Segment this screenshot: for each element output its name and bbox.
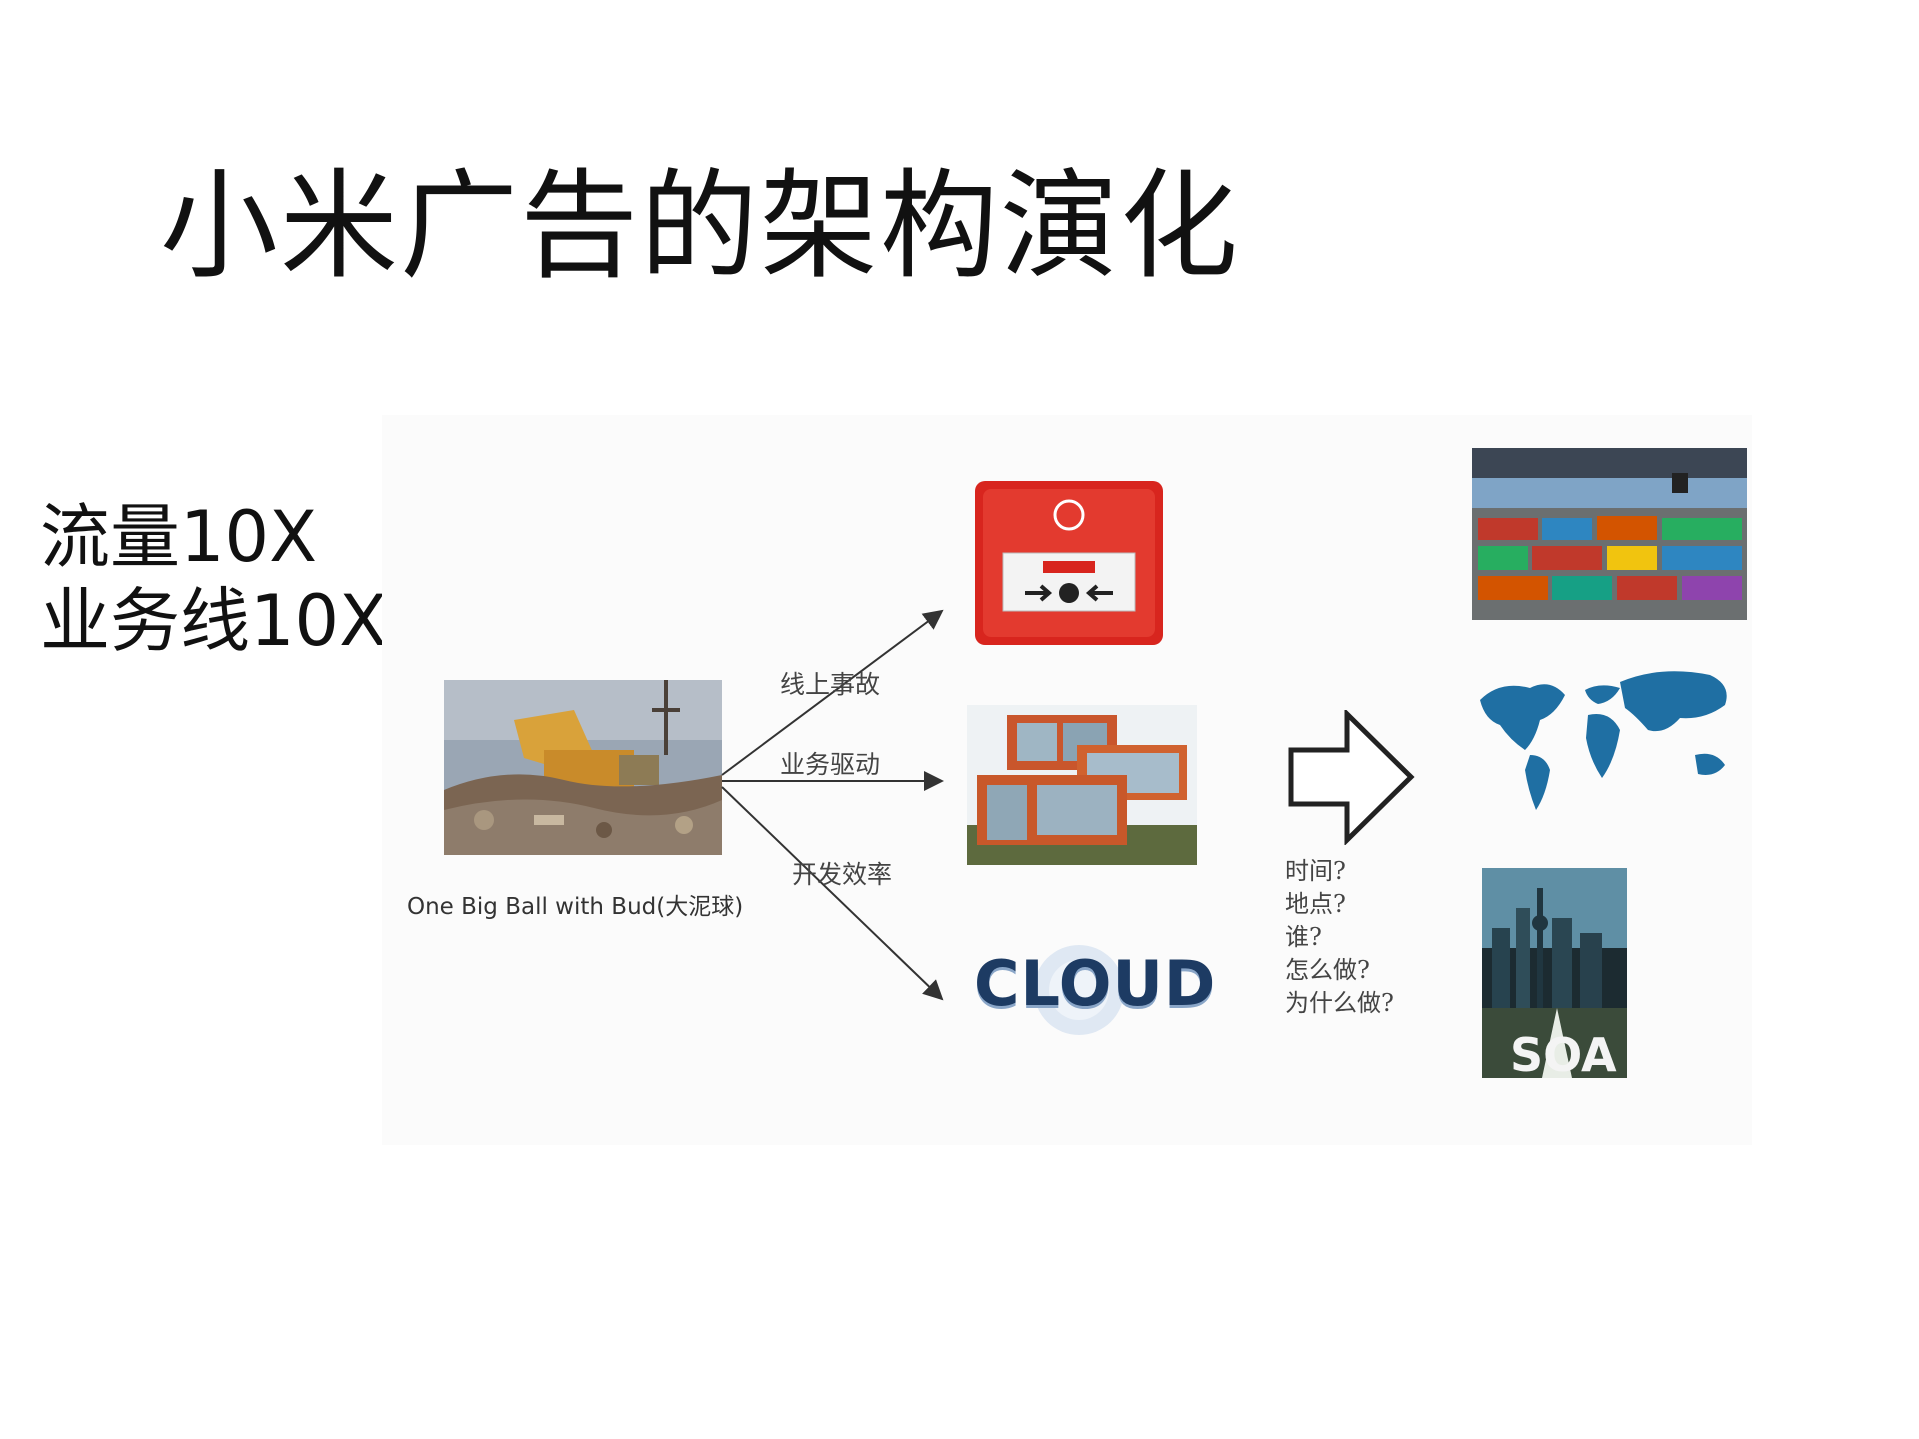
cloud-logo	[974, 935, 1184, 1045]
cloud-text: CLOUD	[974, 947, 1217, 1020]
side-note-business-lines: 业务线10X	[40, 580, 388, 662]
branch-arrows	[721, 609, 944, 1001]
soa-text: SOA	[1510, 1028, 1617, 1078]
question-when: 时间?	[1285, 857, 1346, 885]
soa-poster: SOA	[1482, 868, 1627, 1078]
container-house-photo	[967, 705, 1197, 865]
architecture-evolution-diagram: One Big Ball with Bud(大泥球) 线上事故 业务驱动 开发效…	[382, 415, 1752, 1145]
question-where: 地点?	[1285, 890, 1346, 918]
arrow-label-efficiency: 开发效率	[792, 860, 893, 889]
question-who: 谁?	[1285, 923, 1322, 951]
arrow-label-business: 业务驱动	[780, 750, 881, 779]
fire-alarm-button-photo	[969, 475, 1169, 651]
big-right-arrow	[1288, 710, 1415, 845]
questions-list: 时间? 地点? 谁? 怎么做? 为什么做?	[1285, 855, 1394, 1020]
question-why: 为什么做?	[1285, 989, 1394, 1017]
source-caption: One Big Ball with Bud(大泥球)	[407, 894, 744, 920]
question-how: 怎么做?	[1285, 956, 1370, 984]
slide-title: 小米广告的架构演化	[160, 157, 1241, 295]
garbage-dump-photo	[444, 680, 722, 855]
side-note-traffic: 流量10X	[40, 496, 318, 578]
container-port-photo	[1472, 448, 1747, 620]
arrow-label-incident: 线上事故	[780, 670, 881, 699]
side-notes: 流量10X 业务线10X	[40, 495, 387, 663]
world-map	[1470, 660, 1740, 815]
